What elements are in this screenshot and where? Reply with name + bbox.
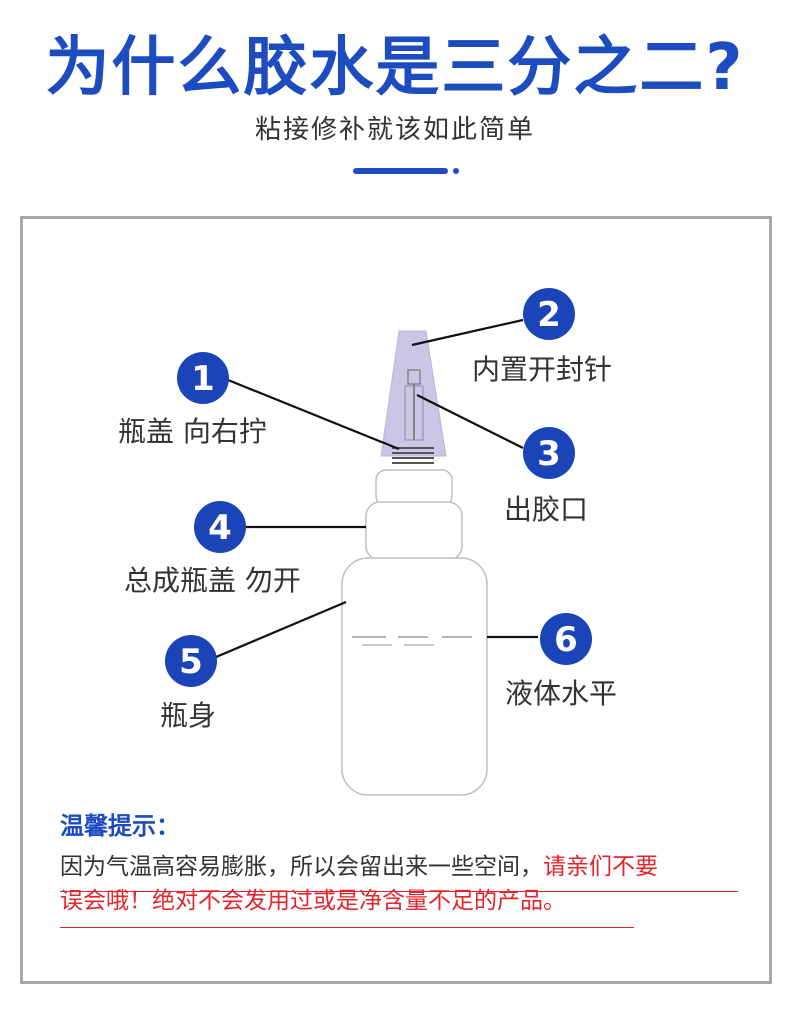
- leader-line-3: [416, 394, 524, 449]
- leader-line-1: [227, 378, 400, 451]
- leader-line-2: [411, 318, 524, 347]
- diagram-frame: [20, 216, 772, 984]
- tip-underline-2: [60, 927, 634, 928]
- tip-title: 温馨提示：: [60, 812, 180, 840]
- tip-text-warning-1: 请亲们不要: [543, 854, 658, 880]
- callout-2: 2: [523, 288, 575, 340]
- label-part-1: 瓶盖 向右拧: [118, 415, 267, 448]
- tip-underline-1: [60, 891, 738, 892]
- callout-1: 1: [177, 352, 229, 404]
- callout-number-3: 3: [537, 434, 561, 474]
- bottle-body: [341, 557, 488, 796]
- label-part-5: 瓶身: [160, 699, 217, 732]
- callout-3: 3: [523, 427, 575, 479]
- callout-number-2: 2: [537, 295, 561, 335]
- callout-6: 6: [540, 613, 592, 665]
- label-part-2: 内置开封针: [472, 353, 613, 386]
- callout-number-6: 6: [554, 620, 578, 660]
- title-underline-bar: [353, 168, 448, 174]
- bottle-collar: [375, 469, 453, 507]
- tip-text-warning-2: 误会哦！绝对不会发用过或是净含量不足的产品。: [60, 888, 566, 914]
- needle-body: [404, 385, 424, 441]
- title-underline-dot: [453, 168, 459, 174]
- callout-number-5: 5: [179, 642, 203, 682]
- label-part-6: 液体水平: [505, 677, 618, 710]
- callout-5: 5: [165, 635, 217, 687]
- liquid-level-line: [352, 636, 472, 646]
- callout-number-4: 4: [208, 508, 232, 548]
- callout-number-1: 1: [191, 359, 215, 399]
- page-title: 为什么胶水是三分之二?: [45, 31, 745, 105]
- label-part-3: 出胶口: [504, 493, 589, 526]
- bottle-cap-body: [365, 501, 463, 561]
- leader-line-5: [215, 600, 347, 659]
- tip-text-normal: 因为气温高容易膨胀，所以会留出来一些空间，: [60, 854, 543, 880]
- page-subtitle: 粘接修补就该如此简单: [254, 115, 535, 145]
- callout-4: 4: [194, 501, 246, 553]
- label-part-4: 总成瓶盖 勿开: [124, 564, 301, 597]
- tip-text: 因为气温高容易膨胀，所以会留出来一些空间，请亲们不要误会哦！绝对不会发用过或是净…: [60, 850, 750, 918]
